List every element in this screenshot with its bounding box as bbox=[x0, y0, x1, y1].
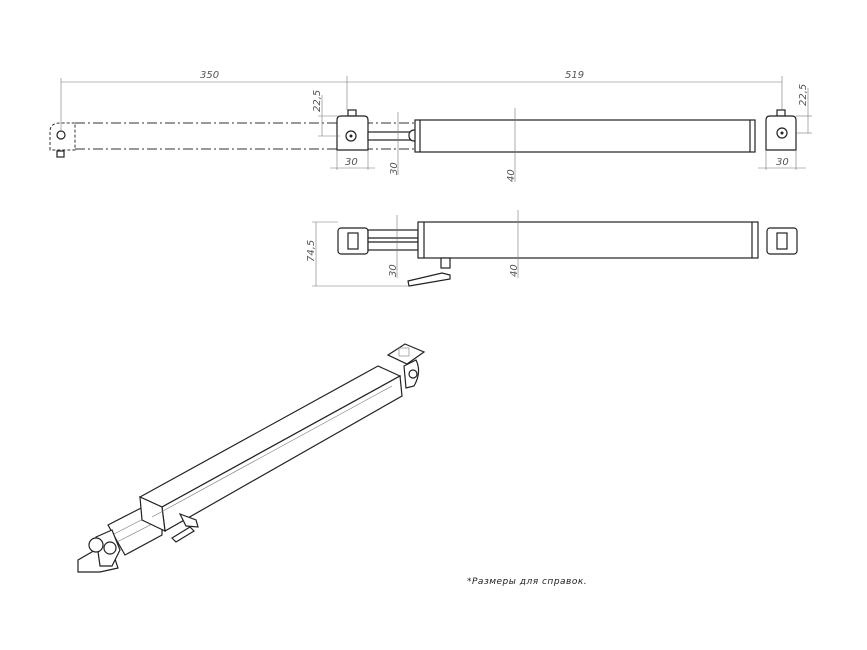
iso-bottom-pin-icon bbox=[103, 541, 117, 555]
iso-body-top bbox=[138, 365, 402, 508]
dim-body-label: 519 bbox=[565, 70, 584, 81]
side-right-mount-slot bbox=[776, 232, 788, 250]
dim-stroke-label: 350 bbox=[200, 70, 219, 81]
iso-body-side bbox=[161, 375, 403, 532]
dim-side-body-label: 40 bbox=[509, 264, 520, 277]
right-clevis-nut bbox=[776, 109, 786, 117]
extended-clevis-ghost bbox=[49, 122, 76, 151]
dim-left-offset-label: 22,5 bbox=[312, 90, 323, 112]
side-left-mount-slot bbox=[347, 232, 359, 250]
dim-rod-height-label: 30 bbox=[389, 162, 400, 175]
dim-right-offset-label: 22,5 bbox=[798, 84, 809, 106]
side-cylinder-body bbox=[417, 221, 759, 259]
side-view: 74,5 30 40 bbox=[306, 210, 798, 287]
lock-handle-lever bbox=[407, 272, 451, 287]
iso-bottom-wheel-icon bbox=[88, 537, 104, 553]
ghost-pin-icon bbox=[56, 130, 66, 140]
top-view: 350 519 22,5 30 30 4 bbox=[49, 70, 812, 182]
dim-left-width-label: 30 bbox=[345, 157, 358, 168]
dim-total-height-label: 74,5 bbox=[306, 240, 317, 262]
iso-body-end bbox=[139, 496, 166, 533]
ghost-nut bbox=[56, 150, 65, 158]
iso-lock-lever bbox=[171, 526, 195, 543]
iso-top-pin-icon bbox=[408, 369, 418, 379]
iso-top-mount bbox=[386, 343, 426, 365]
lock-handle-base bbox=[440, 257, 451, 269]
dim-body-height-label: 40 bbox=[506, 169, 517, 182]
dim-side-rod-label: 30 bbox=[388, 264, 399, 277]
reference-dimensions-note: *Размеры для справок. bbox=[467, 577, 588, 587]
iso-lock-base bbox=[178, 512, 199, 528]
dim-right-width-label: 30 bbox=[776, 157, 789, 168]
cylinder-body bbox=[414, 119, 756, 153]
side-rod-profile bbox=[367, 229, 419, 251]
clevis-nut bbox=[347, 109, 357, 117]
isometric-view bbox=[77, 343, 426, 573]
